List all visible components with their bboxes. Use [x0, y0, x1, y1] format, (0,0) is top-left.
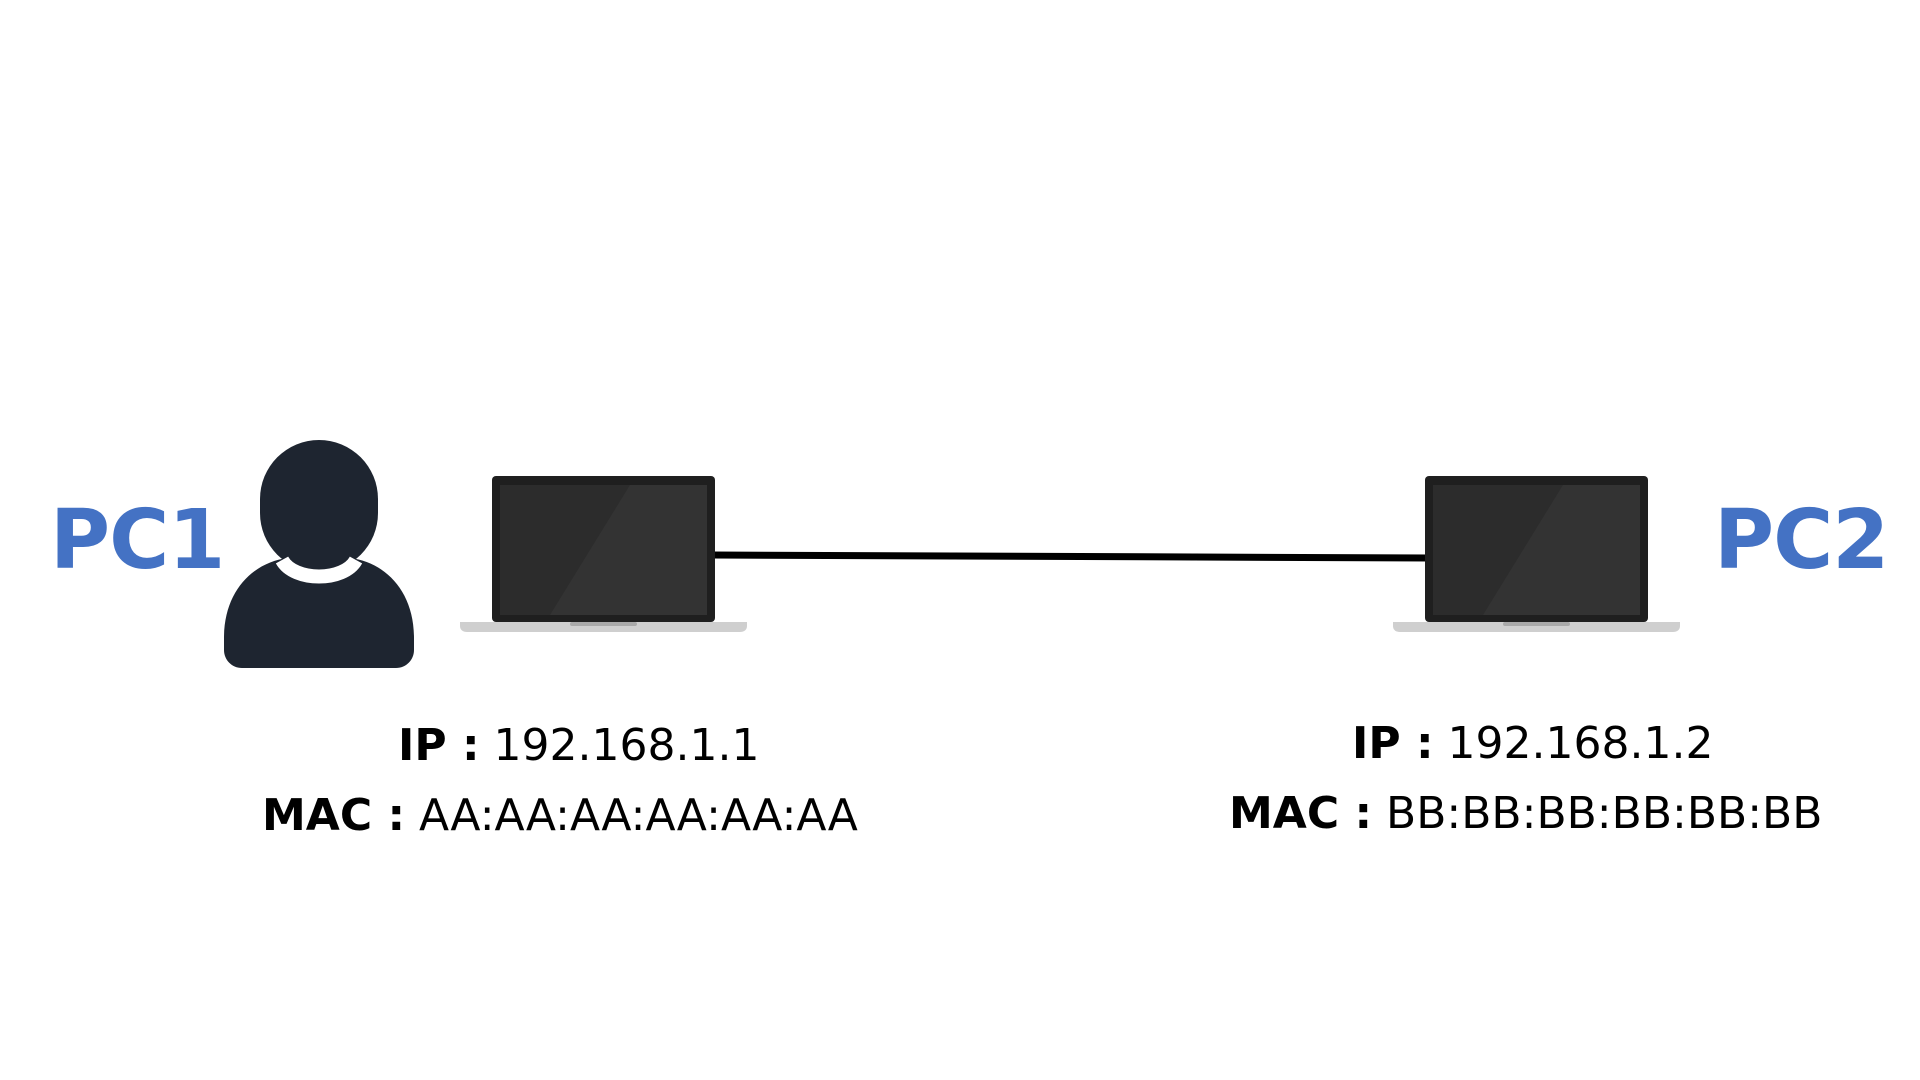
mac-key-label: MAC : [262, 790, 406, 841]
laptop-icon [460, 476, 747, 632]
pc1-label: PC1 [50, 493, 225, 588]
pc1-ip-line: IP : 192.168.1.1 [398, 724, 759, 768]
pc2-mac-value: BB:BB:BB:BB:BB:BB [1386, 788, 1823, 839]
pc1-mac-value: AA:AA:AA:AA:AA:AA [419, 790, 858, 841]
pc2-ip-value: 192.168.1.2 [1447, 718, 1714, 769]
pc1-mac-line: MAC : AA:AA:AA:AA:AA:AA [262, 794, 858, 838]
pc2-mac-line: MAC : BB:BB:BB:BB:BB:BB [1229, 792, 1822, 836]
mac-key-label: MAC : [1229, 788, 1373, 839]
ip-key-label: IP : [398, 720, 480, 771]
pc2-ip-line: IP : 192.168.1.2 [1352, 722, 1713, 766]
laptop-icon [1393, 476, 1680, 632]
user-icon [224, 440, 414, 668]
pc2-label: PC2 [1714, 493, 1889, 588]
ip-key-label: IP : [1352, 718, 1434, 769]
pc1-ip-value: 192.168.1.1 [493, 720, 760, 771]
